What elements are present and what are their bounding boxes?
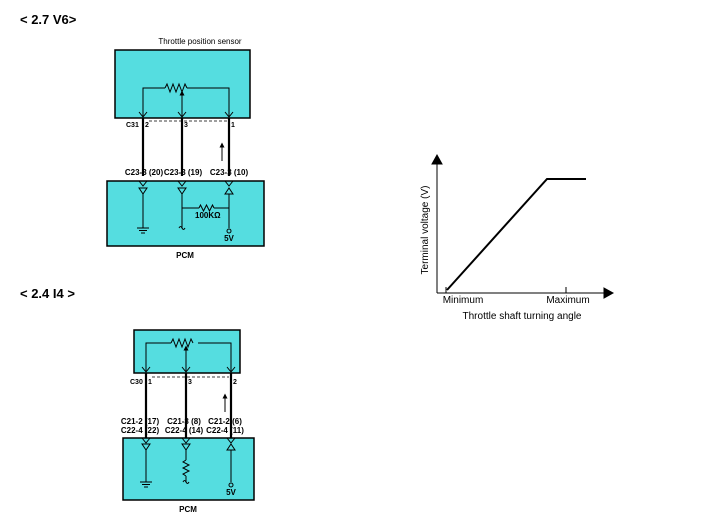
- v6-sensor-internal: [142, 82, 230, 116]
- i4-wires: [144, 373, 233, 438]
- v6-pcm-terminal: C23-3 (10): [210, 168, 249, 177]
- i4-pcm-5v-label: 5V: [226, 488, 236, 497]
- v6-pcm-internal: [137, 180, 234, 234]
- i4-heading: < 2.4 I4 >: [20, 286, 75, 301]
- i4-pcm-label: PCM: [179, 505, 197, 514]
- v6-pcm-box: [106, 180, 265, 247]
- i4-pcm-terminal: C22-4 (11): [206, 426, 244, 435]
- v6-pin-label: 1: [231, 122, 235, 129]
- graph-xlabel: Throttle shaft turning angle: [463, 311, 582, 322]
- v6-heading: < 2.7 V6>: [20, 12, 77, 27]
- i4-pcm-terminal: C22-4 (22): [121, 426, 160, 435]
- v6-wires: [141, 118, 231, 176]
- v6-sensor-pin-chevrons: [138, 111, 234, 118]
- i4-connector-label: C30: [130, 379, 143, 386]
- v6-pcm-5v-label: 5V: [224, 234, 234, 243]
- graph-x-min-label: Minimum: [443, 295, 484, 306]
- sensor-title: Throttle position sensor: [158, 37, 241, 46]
- voltage-curve: [446, 178, 586, 291]
- i4-pcm-terminal: C21-2 (17): [121, 417, 160, 426]
- v6-pcm-terminal: C23-3 (20): [125, 168, 164, 177]
- i4-pin-label: 1: [148, 379, 152, 386]
- i4-pin-label: 2: [233, 379, 237, 386]
- v6-pcm-resistor-label: 100KΩ: [195, 211, 221, 220]
- i4-sensor-box: [133, 329, 241, 374]
- graph-x-max-label: Maximum: [546, 295, 589, 306]
- i4-pcm-terminal: C21-2 (6): [208, 417, 242, 426]
- i4-pcm-internal: [140, 437, 236, 488]
- v6-pcm-label: PCM: [176, 251, 194, 260]
- v6-connector-label: C31: [126, 122, 139, 129]
- i4-pin-label: 3: [188, 379, 192, 386]
- i4-pcm-terminal: C21-3 (8): [167, 417, 201, 426]
- v6-pcm-terminal: C23-3 (19): [164, 168, 203, 177]
- v6-pin-label: 2: [145, 122, 149, 129]
- v6-pin-label: 3: [184, 122, 188, 129]
- voltage-graph-axes: [431, 153, 615, 299]
- i4-sensor-internal: [141, 337, 236, 373]
- i4-pcm-terminal: C22-4 (14): [165, 426, 204, 435]
- graph-ylabel: Terminal voltage (V): [420, 186, 431, 275]
